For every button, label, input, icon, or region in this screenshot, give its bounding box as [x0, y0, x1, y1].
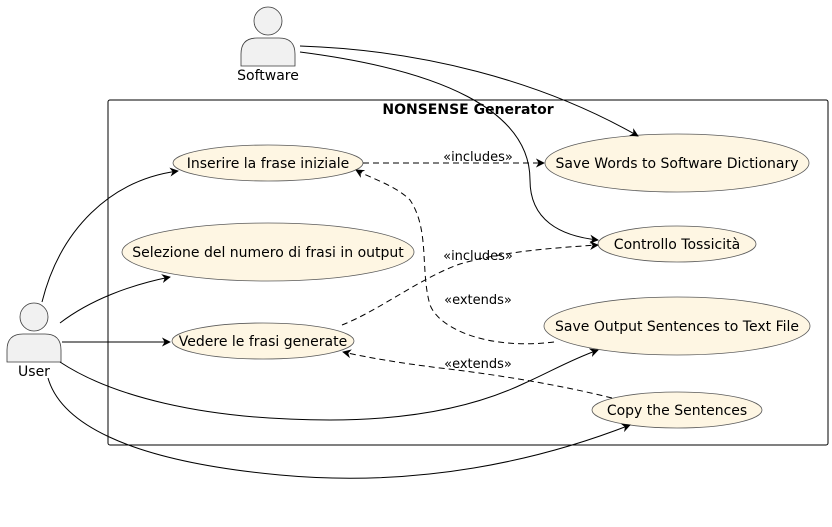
includes-label-1: «includes»: [443, 150, 513, 165]
use-case-controllo: Controllo Tossicità: [597, 225, 757, 263]
use-case-save-dict: Save Words to Software Dictionary: [544, 133, 810, 193]
use-case-save-output-label: Save Output Sentences to Text File: [555, 319, 799, 335]
system-boundary: [107, 99, 829, 446]
extends-label-2: «extends»: [444, 357, 512, 372]
use-case-inserire-label: Inserire la frase iniziale: [187, 156, 350, 172]
actor-user-body: [6, 333, 62, 363]
actor-user: User: [6, 302, 62, 380]
extends-save-output-inserire: [355, 169, 555, 345]
includes-label-2: «includes»: [443, 249, 513, 264]
assoc-user-inserire: [41, 167, 179, 303]
use-case-selezione-label: Selezione del numero di frasi in output: [132, 245, 404, 261]
actor-user-label: User: [18, 364, 50, 380]
assoc-software-save-dict: [299, 45, 639, 137]
use-case-selezione: Selezione del numero di frasi in output: [121, 222, 415, 282]
assoc-software-controllo: [299, 51, 599, 244]
actor-software: Software: [237, 6, 299, 84]
actor-software-label: Software: [237, 68, 299, 84]
use-case-copy: Copy the Sentences: [591, 391, 763, 429]
actor-software-body: [240, 37, 296, 67]
use-case-inserire: Inserire la frase iniziale: [172, 144, 364, 182]
actor-software-head: [253, 6, 283, 36]
includes-vedere-controllo: [341, 241, 599, 326]
use-case-save-dict-label: Save Words to Software Dictionary: [555, 156, 798, 172]
actor-user-head: [19, 302, 49, 332]
use-case-save-output: Save Output Sentences to Text File: [543, 296, 811, 356]
use-case-controllo-label: Controllo Tossicità: [614, 237, 740, 253]
extends-label-1: «extends»: [444, 293, 512, 308]
use-case-vedere-label: Vedere le frasi generate: [179, 334, 347, 350]
system-title: NONSENSE Generator: [382, 102, 553, 118]
use-case-vedere: Vedere le frasi generate: [171, 322, 355, 360]
extends-copy-vedere: [342, 349, 613, 399]
use-case-copy-label: Copy the Sentences: [607, 403, 747, 419]
assoc-user-selezione: [59, 274, 171, 324]
assoc-user-save-output: [59, 348, 599, 421]
assoc-user-copy: [47, 377, 631, 479]
